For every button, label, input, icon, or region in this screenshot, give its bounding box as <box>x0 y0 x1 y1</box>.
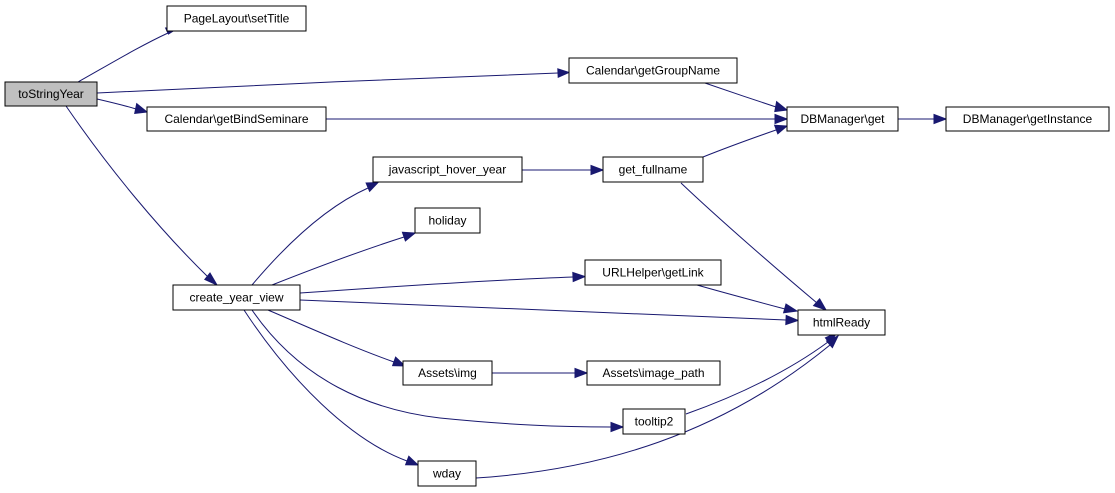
node-holiday[interactable]: holiday <box>414 207 481 234</box>
edge-dbget-to-getinstance <box>897 113 948 125</box>
edge-img-to-imagepath <box>492 367 589 379</box>
edge-getfullname-to-htmlready <box>680 182 828 311</box>
node-label: DBManager\get <box>800 112 885 126</box>
edge-createyearview-to-img <box>267 309 407 367</box>
node-label: Assets\image_path <box>602 366 704 380</box>
edge-createyearview-to-getlink <box>299 271 587 294</box>
node-label: wday <box>432 467 461 481</box>
node-dbmanager-getinstance[interactable]: DBManager\getInstance <box>945 106 1110 132</box>
node-label: tooltip2 <box>635 415 674 429</box>
node-label: Calendar\getGroupName <box>586 64 720 78</box>
node-javascript-hover-year[interactable]: javascript_hover_year <box>372 156 523 183</box>
node-label: Assets\img <box>418 366 477 380</box>
node-pagelayout-settitle[interactable]: PageLayout\setTitle <box>166 5 307 32</box>
edge-hover-to-getfullname <box>522 164 605 176</box>
edge-getfullname-to-dbget <box>702 124 789 158</box>
edge-createyearview-to-htmlready <box>299 299 800 326</box>
node-label: create_year_view <box>189 291 283 305</box>
edge-getGroupName-to-dbget <box>701 81 789 113</box>
node-label: htmlReady <box>813 316 870 330</box>
edge-createyearview-to-wday <box>243 309 420 466</box>
node-label: DBManager\getInstance <box>963 112 1093 126</box>
edge-tostringyear-to-getGroupName <box>96 68 571 94</box>
edge-tostringyear-to-create-year-view <box>65 105 219 287</box>
node-label: Calendar\getBindSeminare <box>164 112 308 126</box>
node-calendar-getgroupname[interactable]: Calendar\getGroupName <box>568 57 738 84</box>
node-label: toStringYear <box>18 87 84 101</box>
nodes: toStringYear PageLayout\setTitle Calenda… <box>4 5 1110 487</box>
node-tooltip2[interactable]: tooltip2 <box>622 408 686 435</box>
edge-createyearview-to-tooltip2 <box>251 309 625 433</box>
node-dbmanager-get[interactable]: DBManager\get <box>786 106 899 132</box>
node-create-year-view[interactable]: create_year_view <box>172 284 301 311</box>
edge-createyearview-to-hover <box>251 181 380 286</box>
node-label: javascript_hover_year <box>388 163 506 177</box>
edge-getlink-to-htmlready <box>696 284 799 314</box>
edge-wday-to-htmlready <box>475 334 840 479</box>
node-label: get_fullname <box>619 163 688 177</box>
node-wday[interactable]: wday <box>417 460 477 487</box>
node-assets-image-path[interactable]: Assets\image_path <box>586 360 721 386</box>
node-label: PageLayout\setTitle <box>184 12 290 26</box>
node-label: URLHelper\getLink <box>602 266 704 280</box>
node-assets-img[interactable]: Assets\img <box>402 360 493 386</box>
node-get-fullname[interactable]: get_fullname <box>602 156 704 183</box>
edge-getBindSeminare-to-dbget <box>326 113 789 125</box>
node-urlhelper-getlink[interactable]: URLHelper\getLink <box>584 259 722 286</box>
edge-tostringyear-to-setTitle <box>77 27 180 83</box>
node-label: holiday <box>428 214 466 228</box>
edges <box>65 27 948 479</box>
node-htmlready[interactable]: htmlReady <box>797 309 886 336</box>
edge-tostringyear-to-getBindSeminare <box>96 98 149 114</box>
node-calendar-getbindseminare[interactable]: Calendar\getBindSeminare <box>146 106 327 132</box>
edge-createyearview-to-holiday <box>271 231 417 286</box>
node-tostringyear[interactable]: toStringYear <box>4 81 98 107</box>
